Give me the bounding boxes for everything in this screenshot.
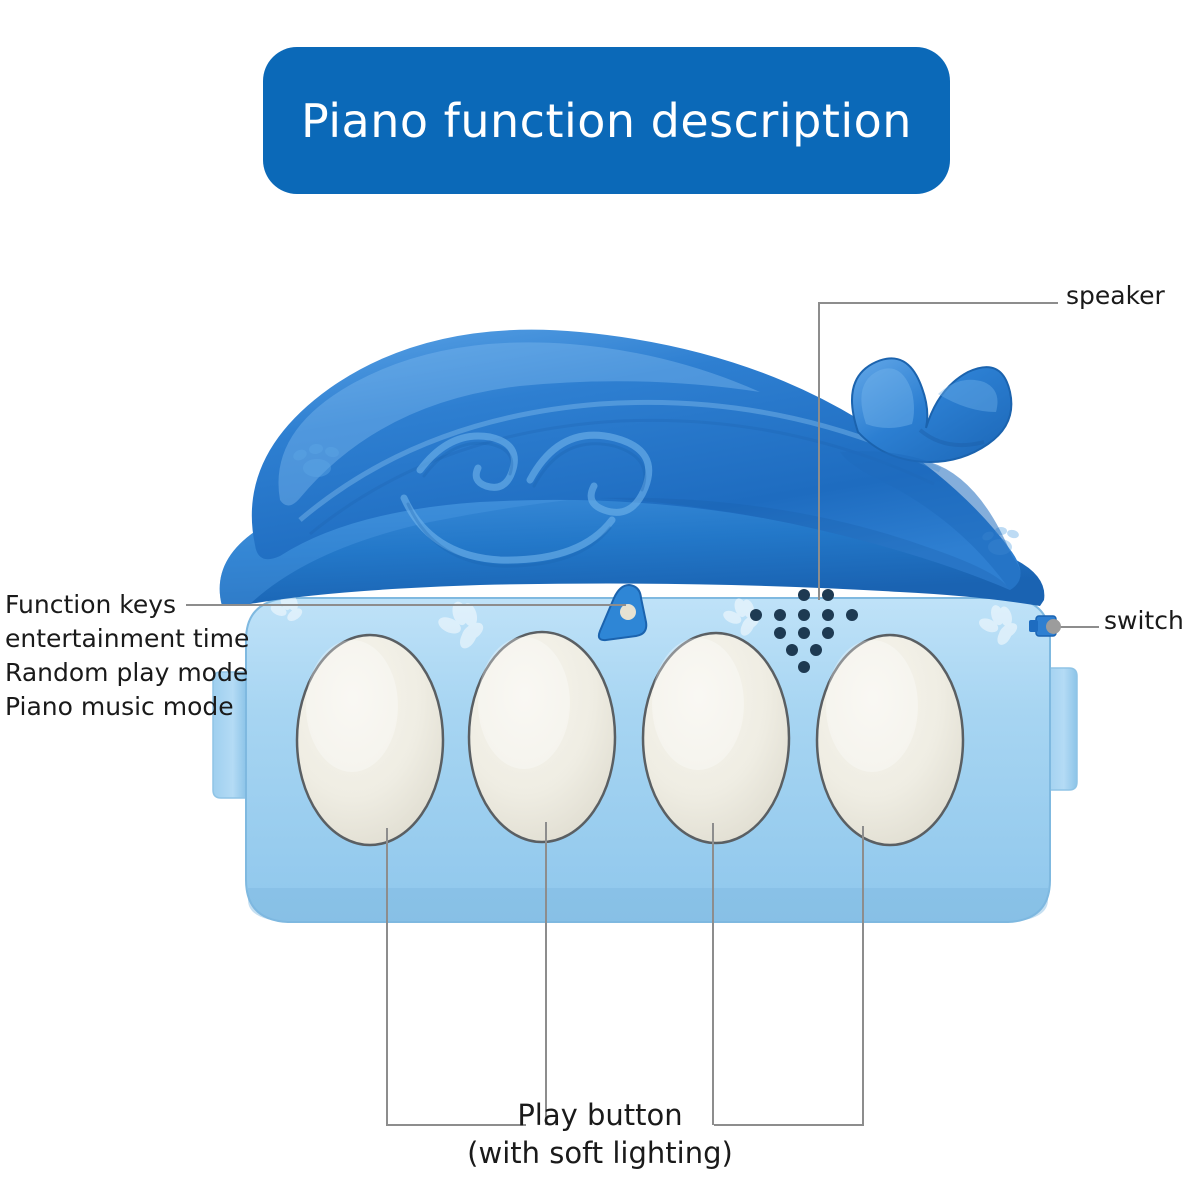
play-key-2-leader bbox=[545, 822, 547, 1125]
play-key-4[interactable] bbox=[815, 633, 965, 847]
paw-emboss-icon bbox=[293, 443, 339, 477]
wave-swirl-emboss-shade bbox=[406, 441, 647, 568]
speaker-leader-horizontal bbox=[818, 302, 1058, 304]
title-banner: Piano function description bbox=[263, 47, 950, 194]
page-title: Piano function description bbox=[301, 93, 912, 148]
keyboard-panel bbox=[245, 597, 1051, 923]
flower-emboss-decoration bbox=[270, 593, 1018, 649]
speaker-leader-vertical bbox=[818, 303, 820, 600]
function-keys-line-4: Piano music mode bbox=[5, 692, 234, 721]
play-key-1[interactable] bbox=[295, 633, 445, 847]
whale-shell-lower bbox=[219, 484, 1045, 606]
function-keys-line-3: Random play mode bbox=[5, 658, 249, 687]
whale-tail-fluke bbox=[851, 357, 1013, 464]
play-button-caption-line-1: Play button bbox=[517, 1098, 683, 1132]
function-keys-line-2: entertainment time bbox=[5, 624, 250, 653]
callout-label-speaker: speaker bbox=[1066, 281, 1165, 310]
tail-root-shading bbox=[840, 451, 1021, 590]
whale-body-main bbox=[251, 329, 1021, 590]
paw-emboss-icon-secondary bbox=[982, 527, 1019, 555]
play-button-caption-line-2: (with soft lighting) bbox=[467, 1136, 733, 1170]
callout-label-switch: switch bbox=[1104, 606, 1184, 635]
play-key-3[interactable] bbox=[641, 631, 791, 845]
callout-label-play-button: Play button (with soft lighting) bbox=[0, 1096, 1200, 1172]
function-keys-leader-line bbox=[186, 604, 626, 606]
side-tab-right bbox=[1043, 667, 1078, 791]
wave-swirl-emboss bbox=[400, 431, 653, 564]
function-keys-line-1: Function keys bbox=[5, 590, 177, 619]
play-key-2[interactable] bbox=[467, 630, 617, 844]
switch-leader-dot bbox=[1046, 619, 1061, 634]
switch-leader-line bbox=[1057, 626, 1099, 628]
play-button-leader-left bbox=[386, 1124, 526, 1126]
bell-emblem-icon bbox=[597, 583, 648, 642]
callout-label-function-keys: Function keys entertainment time Random … bbox=[5, 588, 255, 724]
play-key-4-leader bbox=[862, 826, 864, 1125]
speaker-grille bbox=[750, 589, 858, 673]
play-button-leader-right bbox=[714, 1124, 864, 1126]
play-key-3-leader bbox=[712, 823, 714, 1125]
play-key-1-leader bbox=[386, 828, 388, 1125]
